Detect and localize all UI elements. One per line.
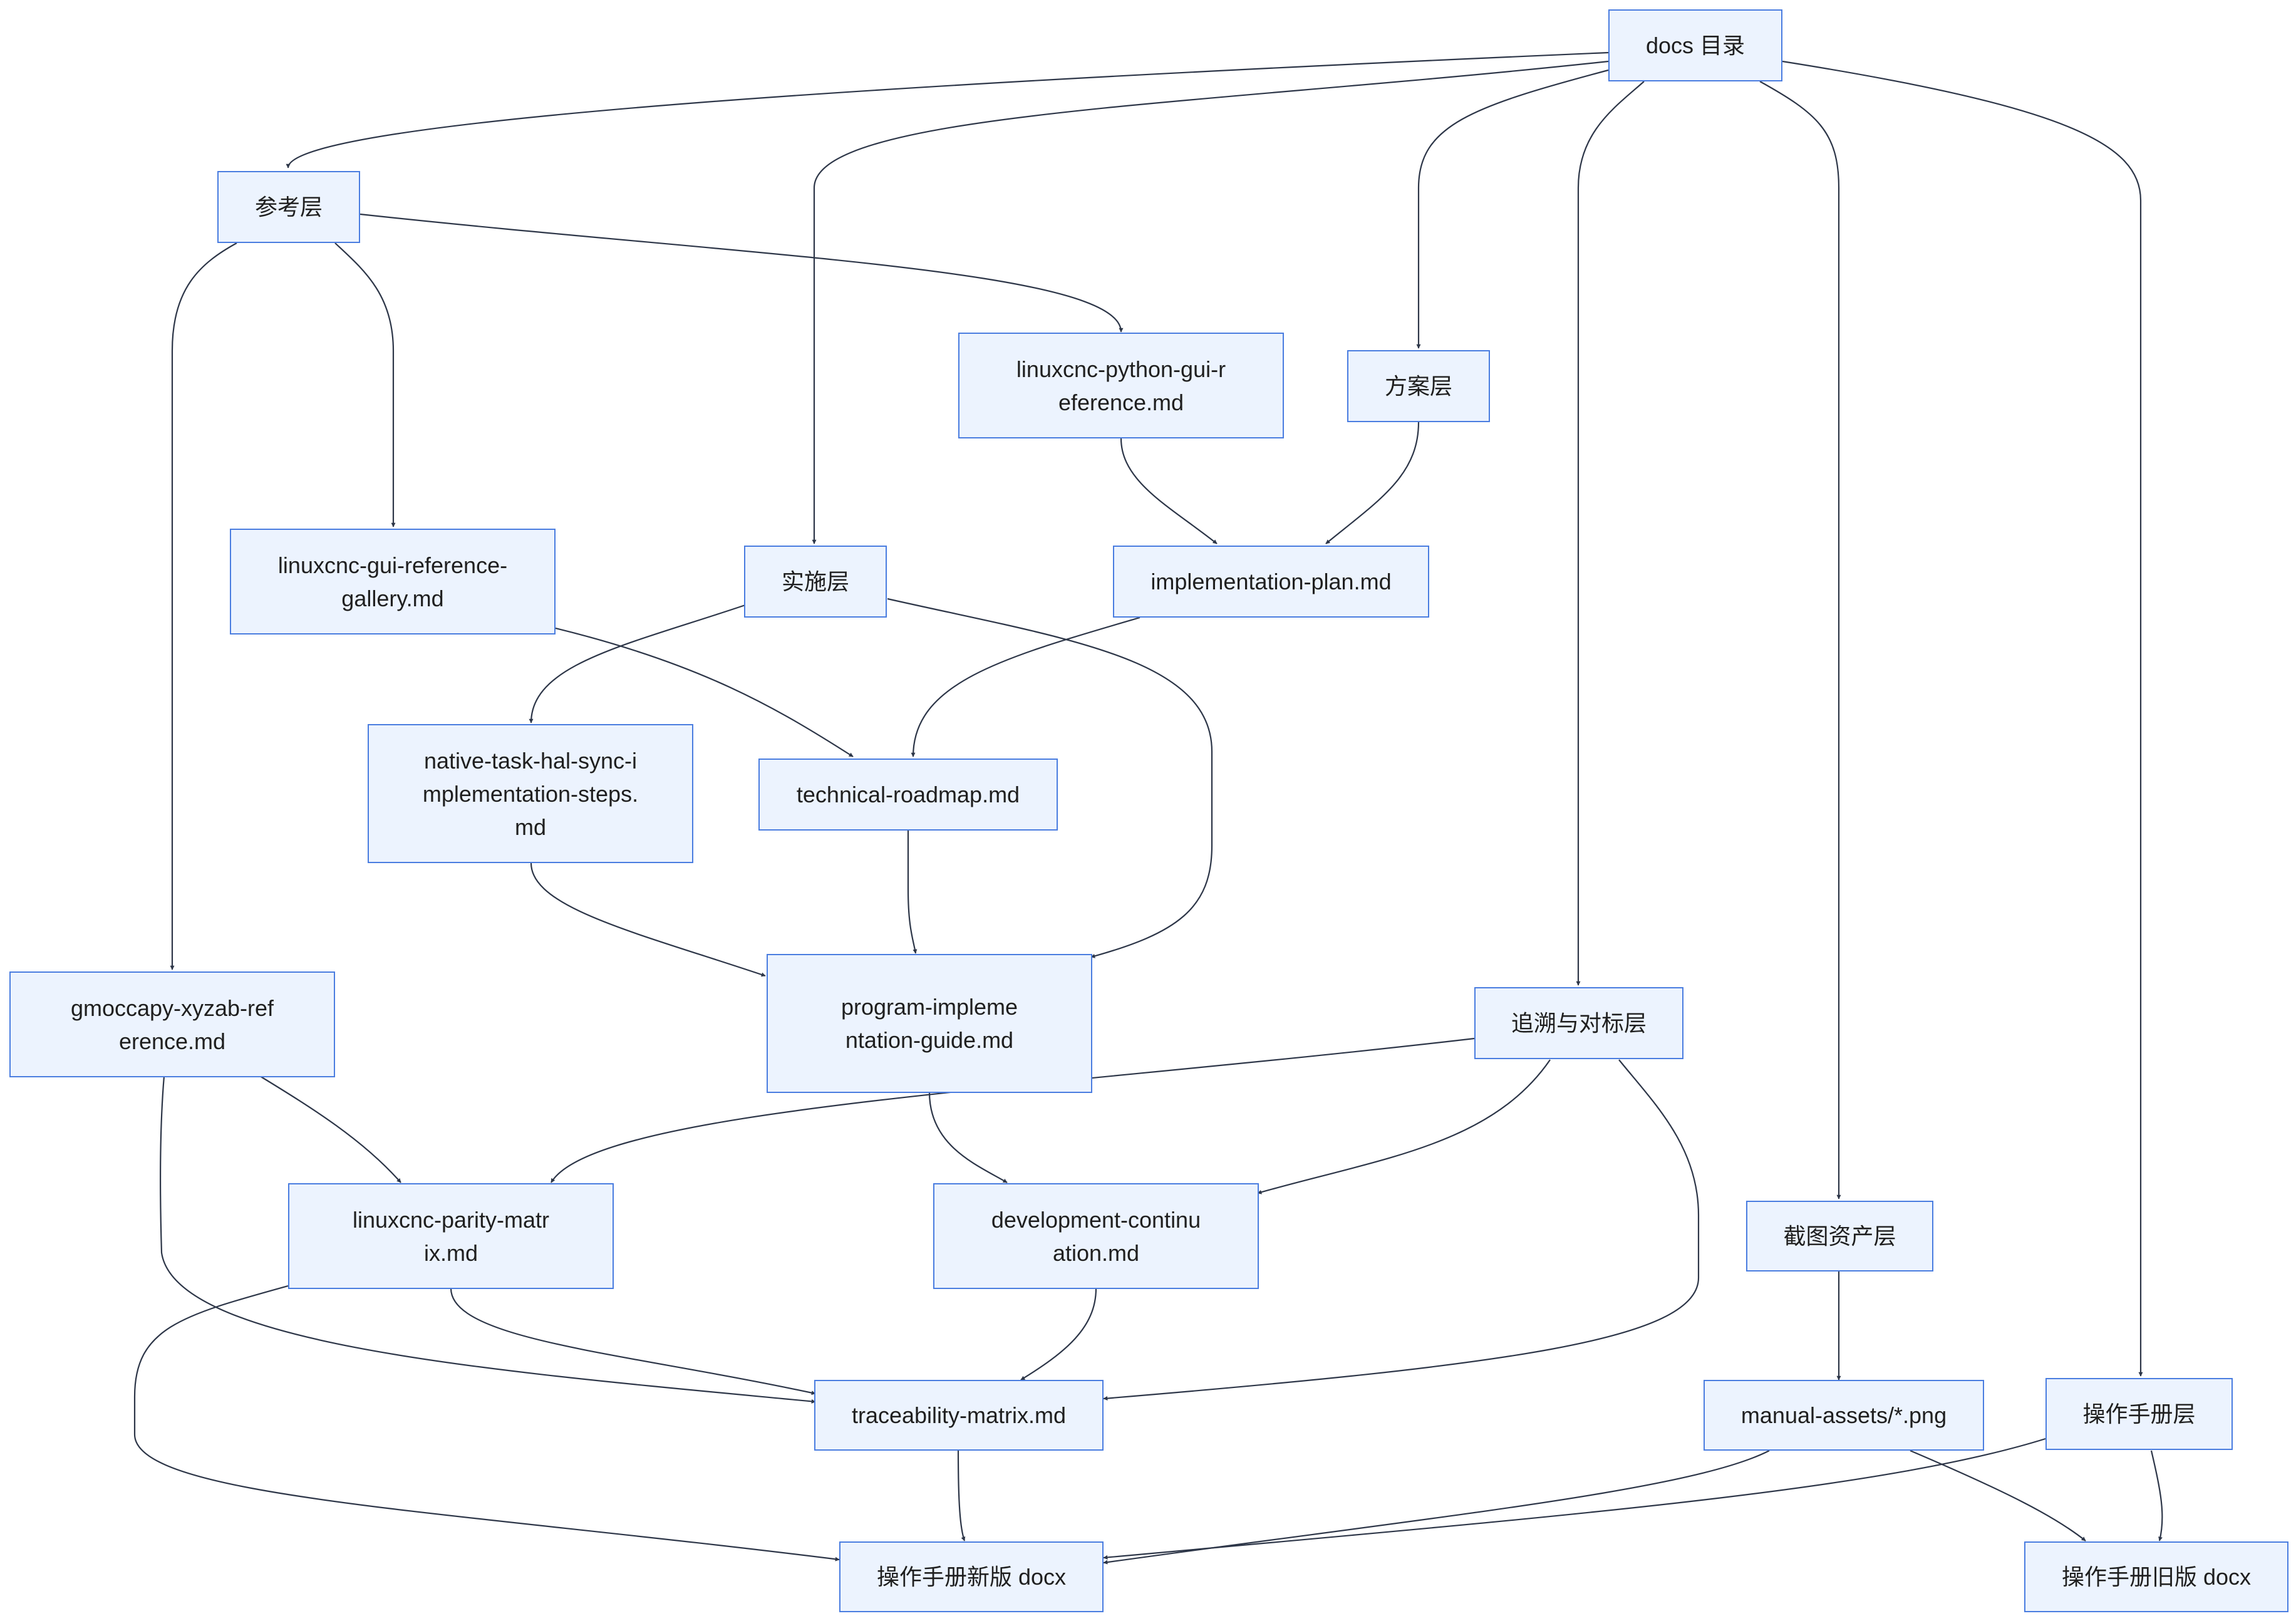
node-label: 追溯与对标层 xyxy=(1511,1010,1647,1036)
node-gmoccapy[interactable]: gmoccapy-xyzab-reference.md xyxy=(9,971,335,1077)
edge-ref-to-gui-gallery xyxy=(334,242,396,527)
node-prog-guide[interactable]: program-implementation-guide.md xyxy=(767,954,1092,1093)
node-manual-layer[interactable]: 操作手册层 xyxy=(2045,1378,2233,1450)
edge-trace-layer-to-parity xyxy=(551,1037,1475,1183)
node-label: development-continuation.md xyxy=(991,1206,1201,1266)
node-py-gui-ref[interactable]: linuxcnc-python-gui-reference.md xyxy=(958,333,1284,438)
node-label: linuxcnc-parity-matrix.md xyxy=(352,1206,550,1266)
edge-parity-to-new-docx xyxy=(133,1285,840,1561)
edge-trace-layer-to-dev-cont xyxy=(1257,1059,1551,1194)
node-new-docx[interactable]: 操作手册新版 docx xyxy=(839,1541,1104,1612)
edge-docs-to-shot-layer xyxy=(1759,81,1841,1199)
node-roadmap[interactable]: technical-roadmap.md xyxy=(758,759,1058,831)
node-trace-matrix[interactable]: traceability-matrix.md xyxy=(814,1380,1104,1451)
node-impl-layer[interactable]: 实施层 xyxy=(744,546,887,618)
node-label: native-task-hal-sync-implementation-step… xyxy=(422,747,639,840)
node-old-docx[interactable]: 操作手册旧版 docx xyxy=(2024,1541,2288,1612)
node-ref-layer[interactable]: 参考层 xyxy=(217,171,360,243)
edge-plan-layer-to-impl-plan xyxy=(1325,422,1420,544)
node-label: 方案层 xyxy=(1384,373,1452,399)
edge-roadmap-to-prog-guide xyxy=(907,831,918,954)
node-trace-layer[interactable]: 追溯与对标层 xyxy=(1474,987,1683,1059)
node-plan-layer[interactable]: 方案层 xyxy=(1347,350,1490,422)
node-label: 截图资产层 xyxy=(1783,1223,1896,1249)
edge-docs-to-plan-layer xyxy=(1416,69,1609,349)
edge-gui-gallery-to-roadmap xyxy=(555,627,854,757)
edge-trace-matrix-to-new-docx xyxy=(957,1450,966,1541)
node-label: program-implementation-guide.md xyxy=(840,994,1018,1053)
node-label: 操作手册层 xyxy=(2082,1401,2196,1427)
edge-prog-guide-to-dev-cont xyxy=(928,1092,1008,1183)
edge-py-gui-ref-to-impl-plan xyxy=(1120,438,1218,544)
edge-assets-to-old-docx xyxy=(1910,1449,2086,1541)
edge-trace-layer-to-trace-matrix xyxy=(1103,1059,1700,1401)
edge-impl-layer-to-prog-guide xyxy=(887,598,1213,958)
node-gui-gallery[interactable]: linuxcnc-gui-reference-gallery.md xyxy=(230,529,556,634)
node-dev-cont[interactable]: development-continuation.md xyxy=(933,1183,1259,1289)
edge-parity-to-trace-matrix xyxy=(450,1288,816,1396)
node-label: 操作手册新版 docx xyxy=(876,1564,1067,1590)
edge-docs-to-manual-layer xyxy=(1782,60,2143,1377)
node-impl-plan[interactable]: implementation-plan.md xyxy=(1113,546,1429,618)
edge-manual-layer-to-old-docx xyxy=(2150,1450,2163,1541)
edge-docs-to-impl-layer xyxy=(812,60,1609,544)
node-label: linuxcnc-python-gui-reference.md xyxy=(1016,356,1226,415)
edge-docs-to-trace-layer xyxy=(1576,81,1645,986)
node-label: implementation-plan.md xyxy=(1151,569,1392,594)
node-label: docs 目录 xyxy=(1645,33,1745,58)
edge-impl-plan-to-roadmap xyxy=(911,616,1140,757)
edge-dev-cont-to-trace-matrix xyxy=(1020,1288,1097,1380)
node-label: linuxcnc-gui-reference-gallery.md xyxy=(277,552,508,611)
node-parity[interactable]: linuxcnc-parity-matrix.md xyxy=(288,1183,614,1289)
node-label: manual-assets/*.png xyxy=(1740,1402,1947,1428)
node-label: 参考层 xyxy=(254,194,323,220)
edge-assets-to-new-docx xyxy=(1103,1450,1770,1565)
edge-impl-layer-to-native-steps xyxy=(529,604,746,723)
node-shot-layer[interactable]: 截图资产层 xyxy=(1746,1201,1933,1271)
node-label: traceability-matrix.md xyxy=(851,1402,1067,1428)
edge-manual-layer-to-new-docx xyxy=(1103,1437,2046,1560)
node-label: 实施层 xyxy=(781,569,849,594)
node-assets[interactable]: manual-assets/*.png xyxy=(1704,1380,1984,1451)
edge-ref-to-py-gui-ref xyxy=(359,213,1124,333)
node-label: gmoccapy-xyzab-reference.md xyxy=(70,995,274,1054)
node-native-steps[interactable]: native-task-hal-sync-implementation-step… xyxy=(368,724,693,863)
node-docs[interactable]: docs 目录 xyxy=(1608,9,1782,81)
node-label: technical-roadmap.md xyxy=(796,782,1020,807)
edge-docs-to-ref xyxy=(286,51,1609,168)
edges xyxy=(133,51,2163,1565)
edge-gmoccapy-to-parity xyxy=(259,1075,401,1183)
edge-ref-to-gmoccapy xyxy=(170,242,237,970)
edge-native-steps-to-prog-guide xyxy=(530,862,766,977)
node-label: 操作手册旧版 docx xyxy=(2061,1564,2252,1590)
